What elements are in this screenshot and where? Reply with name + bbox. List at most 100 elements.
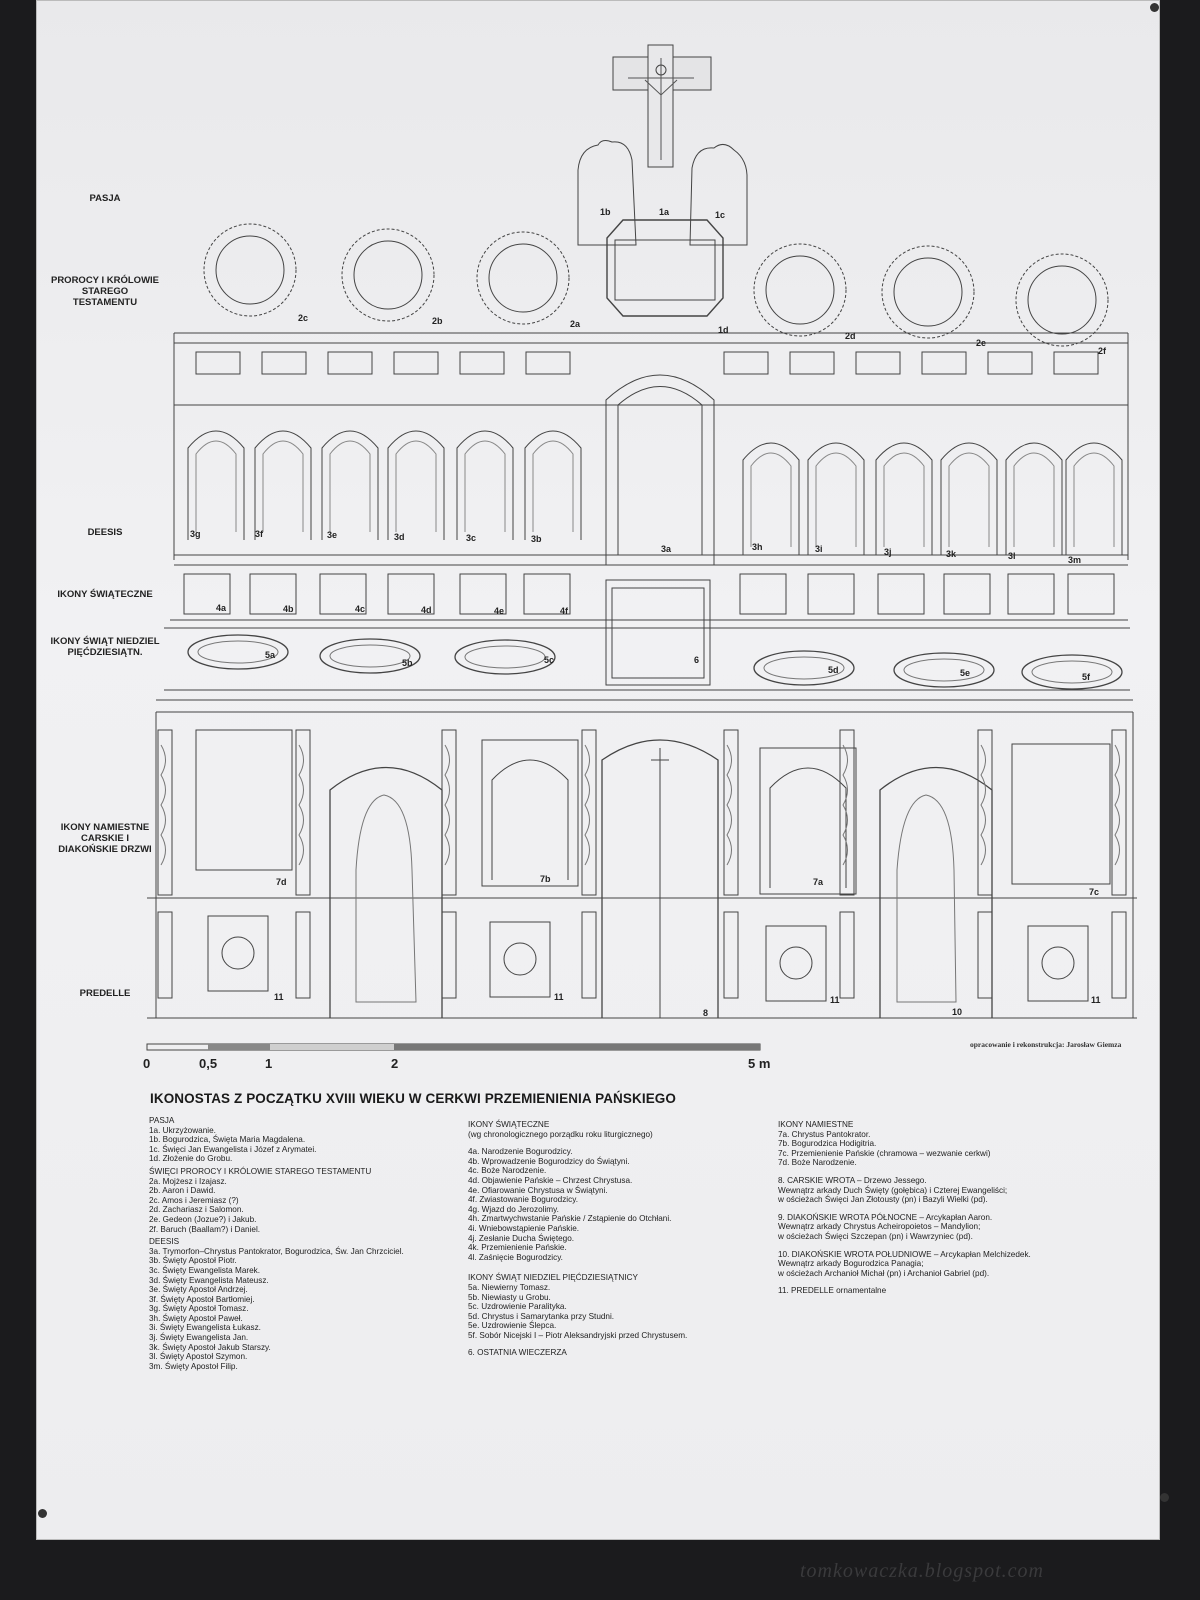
legend-heading: ŚWIĘCI PROROCY I KRÓLOWIE STAREGO TESTAM… — [149, 1166, 372, 1176]
label-feast-4b: 4b — [283, 604, 294, 614]
feast-icon-tile — [943, 573, 991, 615]
pentecost-cartouche — [454, 639, 556, 675]
label-icon-7d: 7d — [276, 877, 287, 887]
medallion-frame — [353, 240, 423, 310]
legend-spacer — [778, 1168, 1078, 1176]
medallion-wreath — [476, 231, 570, 325]
label-pentecost-5d: 5d — [828, 665, 839, 675]
feast-icon-tile — [523, 573, 571, 615]
frieze-panel — [723, 351, 769, 375]
label-prophet-2c: 2c — [298, 313, 308, 323]
legend-item: 2a. Mojżesz i Izajasz. — [149, 1176, 227, 1186]
label-deesis-3k: 3k — [946, 549, 957, 559]
apostle-arch — [742, 442, 800, 555]
legend-item: 5f. Sobór Nicejski I – Piotr Aleksandryj… — [468, 1330, 688, 1340]
feast-icon-tile — [319, 573, 367, 615]
predella-pilaster — [977, 911, 993, 999]
scale-tick-05: 0,5 — [199, 1056, 218, 1071]
frieze-panel — [1053, 351, 1099, 375]
pentecost-scene — [903, 658, 985, 682]
legend-item: 4a. Narodzenie Bogurodzicy. — [468, 1147, 573, 1157]
label-deesis-3e: 3e — [327, 530, 337, 540]
apostle-arch — [321, 430, 379, 540]
legend-item: 3g. Święty Apostoł Tomasz. — [149, 1304, 249, 1314]
pilaster-vine — [160, 744, 166, 866]
legend-item: 3i. Święty Ewangelista Łukasz. — [149, 1323, 261, 1333]
pilaster-vine — [444, 744, 450, 866]
legend-column-2: IKONY ŚWIĄTECZNE(wg chronologicznego por… — [468, 1117, 768, 1358]
medallion-frame — [215, 235, 285, 305]
legend-item: 2d. Zachariasz i Salomon. — [149, 1205, 244, 1215]
label-predella-2: 11 — [554, 992, 564, 1002]
legend-spacer — [468, 1262, 768, 1270]
label-icon-7a: 7a — [813, 877, 824, 887]
label-prophet-2f: 2f — [1098, 346, 1107, 356]
carved-pilaster — [1111, 729, 1127, 896]
predella-pilaster — [1111, 911, 1127, 999]
apostle-arch — [524, 430, 582, 540]
feast-icon-tile — [183, 573, 231, 615]
legend-spacer — [468, 1340, 768, 1348]
legend-item: 4j. Zesłanie Ducha Świętego. — [468, 1233, 575, 1243]
legend-item: 4e. Ofiarowanie Chrystusa w Świątyni. — [468, 1185, 608, 1195]
pin-top-right — [1150, 3, 1159, 12]
legend-item: 10. DIAKOŃSKIE WROTA POŁUDNIOWE – Arcyka… — [778, 1249, 1031, 1259]
pentecost-cartouche — [1021, 654, 1123, 690]
label-prophet-2a: 2a — [570, 319, 581, 329]
frieze-panel — [393, 351, 439, 375]
label-pasja-1c: 1c — [715, 210, 725, 220]
row-label-ikony-swiateczne: IKONY ŚWIĄTECZNE — [57, 589, 153, 600]
label-feast-4c: 4c — [355, 604, 365, 614]
row-label-predelle: PREDELLE — [79, 988, 131, 999]
legend-heading: IKONY ŚWIĄTECZNE — [468, 1120, 550, 1129]
carved-pilaster — [839, 729, 855, 896]
apostle-arch — [254, 430, 312, 540]
entombment-frame — [606, 219, 724, 317]
frieze-panel — [459, 351, 505, 375]
frieze-panel — [261, 351, 307, 375]
row-label-pasja: PASJA — [89, 193, 121, 204]
label-deesis-3f: 3f — [255, 529, 264, 539]
apostle-niche — [883, 452, 925, 547]
legend-item: 4f. Zwiastowanie Bogurodzicy. — [468, 1195, 578, 1205]
carved-pilaster — [441, 729, 457, 896]
legend-item: 3l. Święty Apostoł Szymon. — [149, 1352, 248, 1362]
label-deesis-3h: 3h — [752, 542, 763, 552]
legend-heading: IKONY NAMIESTNE — [778, 1120, 854, 1129]
predella-pilaster — [723, 911, 739, 999]
legend-item: 3e. Święty Apostoł Andrzej. — [149, 1285, 248, 1295]
label-deesis-3b: 3b — [531, 534, 542, 544]
row-label-deesis: DEESIS — [87, 527, 123, 538]
label-pentecost-5e: 5e — [960, 668, 970, 678]
legend-spacer — [778, 1205, 1078, 1213]
legend-item: 3k. Święty Apostoł Jakub Starszy. — [149, 1342, 271, 1352]
label-predella-4: 11 — [1091, 995, 1101, 1005]
label-deesis-3g: 3g — [190, 529, 201, 539]
scale-tick-5m: 5 m — [748, 1056, 771, 1071]
legend-heading: DEESIS — [149, 1237, 180, 1247]
legend-item: 3b. Święty Apostoł Piotr. — [149, 1256, 237, 1266]
apostle-niche — [1073, 452, 1115, 547]
medallion-wreath — [203, 223, 297, 317]
apostle-niche — [195, 440, 237, 532]
pilaster-vine — [584, 744, 590, 866]
label-deesis-3a: 3a — [661, 544, 672, 554]
legend-item: 7a. Chrystus Pantokrator. — [778, 1129, 871, 1139]
legend-item: 7c. Przemienienie Pańskie (chramowa – we… — [778, 1148, 991, 1158]
legend-spacer — [468, 1139, 768, 1147]
label-deesis-3c: 3c — [466, 533, 476, 543]
predella-pilaster — [295, 911, 311, 999]
legend-item: 4d. Objawienie Pańskie – Chrzest Chrystu… — [468, 1175, 633, 1185]
legend-item: 3j. Święty Ewangelista Jan. — [149, 1333, 249, 1343]
frieze-panel — [789, 351, 835, 375]
legend-item: 4l. Zaśnięcie Bogurodzicy. — [468, 1252, 563, 1262]
legend-item: 3a. Trymorfon–Chrystus Pantokrator, Bogu… — [149, 1246, 404, 1256]
apostle-niche — [948, 452, 990, 547]
pilaster-vine — [298, 744, 304, 866]
label-pasja-1a: 1a — [659, 207, 670, 217]
feast-icon-tile — [739, 573, 787, 615]
label-pasja-1b: 1b — [600, 207, 611, 217]
pilaster-vine — [842, 744, 848, 866]
row-label-ikony-namiestne: IKONY NAMIESTNE CARSKIE I DIAKOŃSKIE DRZ… — [58, 822, 152, 855]
